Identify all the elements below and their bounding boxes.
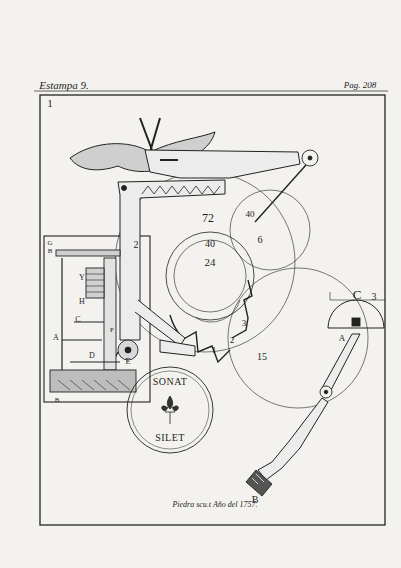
callout-number: F — [110, 327, 114, 334]
rack — [118, 180, 225, 340]
gear-teeth — [86, 274, 104, 292]
page-header: Estampa 9. — [39, 80, 89, 91]
lever-slot — [160, 159, 178, 161]
callout-number: 24 — [205, 257, 216, 268]
callout-number: 3 — [372, 292, 377, 302]
arbor-a — [62, 339, 102, 340]
rack-tail — [135, 300, 185, 346]
top-plate — [56, 250, 120, 256]
lever-3-pivot — [320, 386, 332, 398]
callout-number: 2 — [134, 240, 139, 250]
pillar — [104, 258, 116, 370]
base-block — [50, 370, 136, 392]
callout-number: E — [126, 358, 131, 366]
callout-number: 72 — [202, 212, 214, 224]
lever-arm — [145, 150, 300, 178]
callout-number: 3 — [242, 319, 247, 328]
callout-number: A — [339, 334, 346, 343]
callout-number: 1 — [47, 98, 53, 109]
header-rule — [34, 91, 388, 92]
callout-number: 15 — [257, 352, 267, 362]
dial-rim — [127, 367, 213, 453]
wheel-72 — [115, 172, 295, 352]
dial-word: SILET — [155, 433, 185, 443]
key-bit — [246, 470, 272, 496]
rack-teeth — [142, 186, 220, 194]
callout-number: A — [53, 334, 59, 342]
plate-frame — [40, 95, 385, 525]
callout-number: 6 — [258, 235, 263, 245]
wheel-15 — [228, 268, 368, 408]
hammer-fork — [140, 118, 160, 152]
gear-stack — [86, 268, 104, 298]
fleur-de-lis-pointer — [162, 396, 179, 424]
callout-number: 40 — [246, 210, 255, 219]
callout-number: B — [55, 397, 60, 404]
arbor-left — [61, 258, 62, 370]
callout-number: C — [353, 288, 362, 301]
lever-link — [255, 165, 306, 222]
lever-3-pin — [324, 390, 328, 394]
rack-pin — [122, 186, 127, 191]
lever-pivot — [302, 150, 318, 166]
dial-disc: SONAT SILET — [126, 366, 214, 454]
key-notches — [252, 474, 264, 484]
callout-number: G — [47, 240, 52, 247]
callout-number: C — [75, 316, 80, 324]
rack-arbor — [118, 340, 138, 360]
callout-number: H — [79, 298, 85, 306]
wheel-24 — [174, 240, 246, 312]
wheel-6 — [230, 190, 310, 270]
lever-3 — [322, 334, 360, 392]
wheel-40 — [166, 232, 254, 320]
callout-number: B — [48, 248, 53, 255]
engraver-signature: Piedra scu.t Año del 1757. — [172, 501, 257, 509]
callout-number: 1 — [212, 346, 217, 355]
arbor-d — [70, 362, 120, 363]
callout-number: D — [89, 352, 95, 360]
semicircle-c — [328, 300, 384, 328]
square-arbor — [352, 318, 360, 326]
callout-number: 40 — [205, 239, 215, 249]
rack-foot — [160, 340, 195, 356]
dial-inner-rim — [131, 371, 209, 449]
pivot-pin — [308, 156, 312, 160]
callout-number: Y — [79, 274, 85, 282]
page-header: Pag. 208 — [344, 81, 377, 90]
callout-number: 2 — [230, 336, 235, 345]
key-shank — [258, 398, 328, 480]
base-hatching — [58, 380, 130, 390]
dial-word: SONAT — [153, 377, 188, 387]
snail-arc — [196, 300, 240, 322]
arbor-pin — [125, 347, 131, 353]
